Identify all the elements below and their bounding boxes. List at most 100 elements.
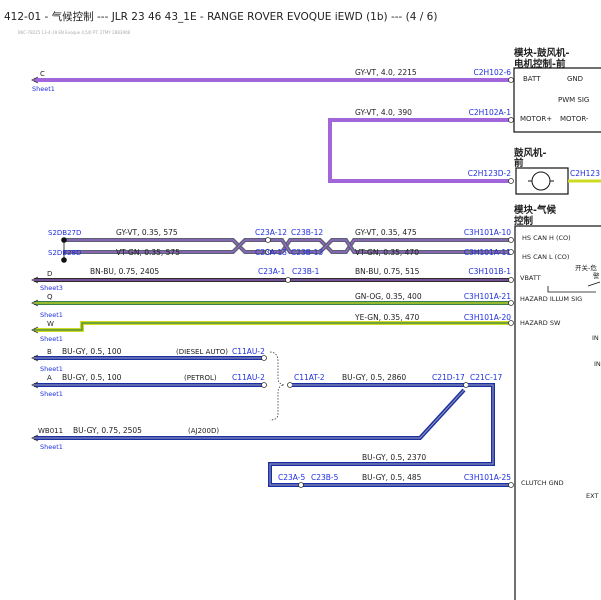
wire-spec: BU-GY, 0.5, 2860	[342, 373, 406, 382]
connector-c23a-13: C23A-13	[255, 248, 287, 257]
wire-motor	[328, 118, 510, 183]
pin-circle	[508, 117, 514, 123]
wire-spec: BN-BU, 0.75, 515	[355, 267, 420, 276]
pin-circle	[285, 277, 291, 283]
pin-circle	[508, 277, 514, 283]
connector-c11au-2: C11AU-2	[232, 347, 265, 356]
wire-w	[34, 321, 511, 332]
selector-brace	[269, 351, 285, 421]
module-blower-control-box	[513, 67, 601, 133]
wire-id-w: W	[47, 320, 54, 328]
wire-note: (PETROL)	[184, 374, 217, 382]
pin-label-hazard-sw: HAZARD SW	[520, 319, 561, 327]
module-climate-name: 控制	[514, 215, 534, 227]
module-blower-name: 鼓风机-	[514, 147, 547, 159]
wire-note: (DIESEL AUTO)	[176, 348, 228, 356]
wire-note: (AJ200D)	[188, 427, 219, 435]
switch-label: 警	[593, 271, 600, 280]
pin-circle	[261, 355, 267, 361]
wire-spec: BN-BU, 0.75, 2405	[90, 267, 159, 276]
connector-c2h123: C2H123	[570, 169, 600, 178]
pin-label-can-h: HS CAN H (CO)	[522, 234, 571, 242]
wire-id-b: B	[47, 348, 52, 356]
pin-circle	[508, 178, 514, 184]
pin-circle	[508, 482, 514, 488]
wire-layer	[31, 67, 601, 600]
wire-spec: VT-GN, 0.35, 575	[116, 248, 180, 257]
pin-label-gnd: GND	[567, 75, 583, 83]
pin-label-motor-plus: MOTOR+	[520, 115, 552, 123]
wire-spec: YE-GN, 0.35, 470	[354, 313, 420, 322]
pin-circle	[508, 320, 514, 326]
motor-icon	[531, 171, 551, 191]
sheet-link: Sheet1	[40, 335, 63, 343]
connector-c3h101a-10: C3H101A-10	[464, 228, 511, 237]
pin-label-in: IN	[592, 334, 599, 342]
connector-c23b-13: C23B-13	[291, 248, 323, 257]
sheet-arrow	[31, 276, 39, 284]
sheet-arrow	[31, 76, 39, 84]
wire-id-d: D	[47, 270, 52, 278]
pin-label-in: IN	[594, 360, 601, 368]
sheet-arrow	[31, 299, 39, 307]
wire-spec: GY-VT, 0.35, 475	[355, 228, 417, 237]
hazard-switch-icon	[547, 281, 601, 293]
wire-spec: BU-GY, 0.5, 100	[62, 347, 122, 356]
wire-spec: BU-GY, 0.5, 100	[62, 373, 122, 382]
sheet-link: Sheet1	[40, 443, 63, 451]
wire-spec: GY-VT, 4.0, 390	[355, 108, 412, 117]
sheet-link: Sheet1	[40, 390, 63, 398]
module-climate-box	[514, 225, 601, 600]
pin-circle	[298, 482, 304, 488]
pin-label-clutch-gnd: CLUTCH GND	[521, 479, 564, 487]
sheet-arrow	[31, 434, 39, 442]
connector-c23b-5: C23B-5	[311, 473, 339, 482]
wire-wb011-tracer	[34, 389, 465, 439]
page-title: 412-01 - 气候控制 --- JLR 23 46 43_1E - RANG…	[4, 11, 438, 23]
connector-c23a-5: C23A-5	[278, 473, 305, 482]
page-subtitle: B6C-78225 13-4-19 EN Evoque 4,5/0 PT: 2T…	[18, 30, 131, 35]
module-blower-control-name: 电机控制-前	[514, 58, 566, 70]
wire-id-s2db28d: S2DB28D	[48, 249, 81, 257]
wire-id-wb011: WB011	[38, 427, 63, 435]
connector-c21c-17: C21C-17	[470, 373, 502, 382]
connector-c3h101a-25: C3H101A-25	[464, 473, 511, 482]
sheet-link: Sheet1	[40, 365, 63, 373]
wire-spec: GN-OG, 0.35, 400	[355, 292, 422, 301]
connector-c3h101a-21: C3H101A-21	[464, 292, 511, 301]
pin-circle	[265, 237, 271, 243]
pin-label-batt: BATT	[523, 75, 541, 83]
pin-circle	[508, 249, 514, 255]
connector-c3h101a-11: C3H101A-11	[464, 248, 511, 257]
sheet-link: Sheet1	[32, 85, 55, 93]
sheet-arrow	[31, 381, 39, 389]
module-blower-control-name: 模块-鼓风机-	[514, 47, 569, 59]
wire-spec: GY-VT, 4.0, 2215	[355, 68, 417, 77]
connector-c23b-1: C23B-1	[292, 267, 320, 276]
pin-circle	[265, 249, 271, 255]
wire-clutch	[268, 383, 511, 487]
wire-id-s2db27d: S2DB27D	[48, 229, 81, 237]
wire-id-a: A	[47, 374, 52, 382]
wire-clutch-tracer	[269, 384, 511, 486]
sheet-link: Sheet1	[40, 311, 63, 319]
connector-c3h101b-1: C3H101B-1	[468, 267, 511, 276]
wire-spec: BU-GY, 0.75, 2505	[73, 426, 142, 435]
wire-id-c: C	[40, 70, 45, 78]
sheet-arrow	[31, 354, 39, 362]
wire-w-tracer	[34, 322, 511, 331]
wire-spec: BU-GY, 0.5, 2370	[362, 453, 426, 462]
connector-c23a-1: C23A-1	[258, 267, 285, 276]
pin-label-motor-minus: MOTOR-	[560, 115, 589, 123]
connector-c21d-17: C21D-17	[432, 373, 465, 382]
sheet-arrow	[31, 326, 39, 334]
connector-c3h101a-20: C3H101A-20	[464, 313, 511, 322]
pin-circle	[261, 382, 267, 388]
module-blower-name: 前	[514, 157, 524, 169]
wire-spec: VT-GN, 0.35, 470	[355, 248, 419, 257]
wire-can-l-tracer	[64, 239, 511, 253]
wire-id-q: Q	[47, 293, 53, 301]
pin-circle	[508, 77, 514, 83]
sheet-link: Sheet3	[40, 284, 63, 292]
module-climate-name: 模块-气候	[514, 204, 556, 216]
